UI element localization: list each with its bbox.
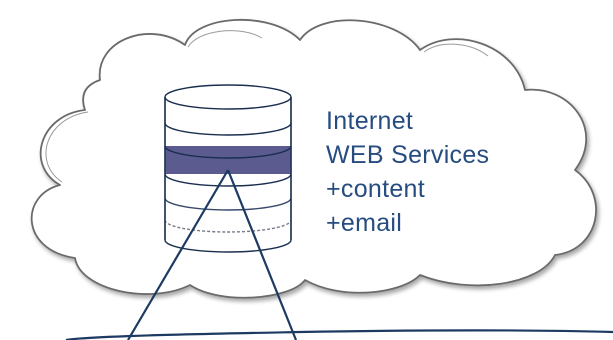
label-content: +content <box>326 175 426 203</box>
callout-lines <box>65 169 613 340</box>
cloud-label-block: Internet WEB Services +content +email <box>326 104 596 240</box>
label-internet: Internet <box>326 107 414 135</box>
label-email: +email <box>326 209 403 237</box>
database-cylinder-icon <box>164 84 292 253</box>
label-web-services: WEB Services <box>326 141 490 169</box>
